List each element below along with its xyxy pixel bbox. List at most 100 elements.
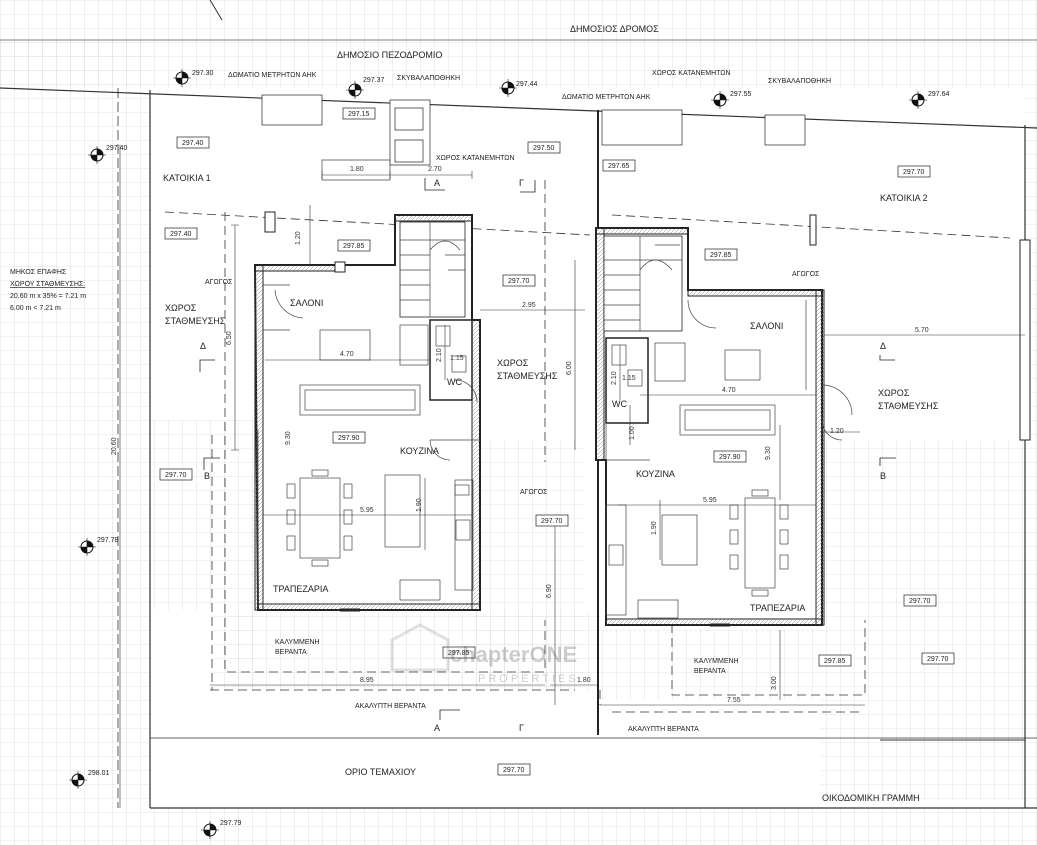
parking-mid-label-b: ΣΤΑΘΜΕΥΣΗΣ <box>497 371 558 381</box>
dim-21: 9.30 <box>765 446 772 460</box>
dining-2-label: ΤΡΑΠΕΖΑΡΙΑ <box>750 603 805 613</box>
dim-27: 7.55 <box>727 697 741 704</box>
covered-veranda-2-label-a: ΚΑΛΥΜΜΕΝΗ <box>694 658 739 665</box>
section-g-bottom: Γ <box>519 723 524 733</box>
dim-11: 5.95 <box>360 507 374 514</box>
dim-2: 2.70 <box>428 166 442 173</box>
parking-1-label-a: ΧΩΡΟΣ <box>165 303 197 313</box>
spot-level-6: 297.40 <box>106 145 128 152</box>
spot-level-texts: 297.30 297.37 297.44 297.55 297.64 297.4… <box>88 70 950 827</box>
house-2-label: ΚΑΤΟΙΚΙΑ 2 <box>880 193 928 203</box>
level-box-16: 297.85 <box>824 658 846 665</box>
spot-level-8: 298.01 <box>88 770 110 777</box>
dim-5: 4.70 <box>340 351 354 358</box>
level-box-15: 297.85 <box>448 650 470 657</box>
wc-2-label: WC <box>612 399 627 409</box>
public-sidewalk-label: ΔΗΜΟΣΙΟ ΠΕΖΟΔΡΟΜΙΟ <box>337 50 442 60</box>
section-letters: Α Α Γ Γ Β Β Δ Δ <box>200 178 886 733</box>
dim-13: 20.60 <box>111 437 118 455</box>
dim-8: 2.95 <box>522 302 536 309</box>
dim-6: 2.10 <box>436 348 443 362</box>
meter-room-1-label: ΔΩΜΑΤΙΟ ΜΕΤΡΗΤΩΝ ΑΗΚ <box>228 72 317 79</box>
level-box-4: 297.65 <box>608 163 630 170</box>
wc-1-label: WC <box>447 377 462 387</box>
dim-3: 1.20 <box>295 231 302 245</box>
dim-7: 1.15 <box>450 355 464 362</box>
watermark-text: chapterONE <box>450 642 577 667</box>
parking-1-label-b: ΣΤΑΘΜΕΥΣΗΣ <box>165 316 226 326</box>
dim-23: 1.90 <box>651 521 658 535</box>
dim-4: 6.50 <box>226 331 233 345</box>
level-box-8: 297.70 <box>508 278 530 285</box>
house-1-walls <box>253 214 481 612</box>
watermark-subtext: PROPERTIES <box>478 673 579 685</box>
kitchen-1-label: ΚΟΥΖΙΝΑ <box>400 446 439 456</box>
covered-veranda-2-label-b: ΒΕΡΑΝΤΑ <box>694 668 726 675</box>
level-box-2: 297.40 <box>182 140 204 147</box>
parking-mid-label-a: ΧΩΡΟΣ <box>497 358 529 368</box>
parking-2-label-a: ΧΩΡΟΣ <box>878 388 910 398</box>
covered-veranda-1-label-a: ΚΑΛΥΜΜΕΝΗ <box>275 639 320 646</box>
distributor-1-label: ΧΩΡΟΣ ΚΑΤΑΝΕΜΗΤΩΝ <box>436 155 515 162</box>
level-box-7: 297.85 <box>343 243 365 250</box>
spot-level-3: 297.44 <box>516 81 538 88</box>
spot-level-5: 297.64 <box>928 91 950 98</box>
level-box-1: 297.15 <box>348 111 370 118</box>
dining-1-label: ΤΡΑΠΕΖΑΡΙΑ <box>273 584 328 594</box>
section-a-top: Α <box>434 178 440 188</box>
dim-19: 4.70 <box>722 387 736 394</box>
drain-2-label: ΑΓΩΓΟΣ <box>792 271 820 278</box>
level-box-group <box>159 107 955 776</box>
parking-2-label-b: ΣΤΑΘΜΕΥΣΗΣ <box>878 401 939 411</box>
watermark: chapterONE PROPERTIES <box>390 623 579 685</box>
spot-level-7: 297.78 <box>97 537 119 544</box>
level-box-texts: 297.15 297.40 297.50 297.65 297.70 297.4… <box>165 111 949 774</box>
dim-24: 5.70 <box>915 327 929 334</box>
section-g-top: Γ <box>519 178 524 188</box>
dimension-texts: 1.80 2.70 1.20 6.50 4.70 2.10 1.15 2.95 … <box>111 166 929 704</box>
site-boundary <box>0 0 1037 809</box>
drain-1-label: ΑΓΩΓΟΣ <box>205 279 233 286</box>
section-b-right: Β <box>880 471 886 481</box>
meter-room-2-label: ΔΩΜΑΤΙΟ ΜΕΤΡΗΤΩΝ ΑΗΚ <box>562 94 651 101</box>
kitchen-2-label: ΚΟΥΖΙΝΑ <box>636 469 675 479</box>
level-box-10: 297.90 <box>338 435 360 442</box>
public-road-label: ΔΗΜΟΣΙΟΣ ΔΡΟΜΟΣ <box>570 24 659 34</box>
note-line-1: ΜΗΚΟΣ ΕΠΑΦΗΣ <box>10 269 67 276</box>
dimension-lines <box>119 145 1025 808</box>
section-b-left: Β <box>204 471 210 481</box>
dim-15: 8.95 <box>360 677 374 684</box>
bin-room-2-label: ΣΚΥΒΑΛΑΠΟΘΗΚΗ <box>768 78 831 85</box>
house-1-label: ΚΑΤΟΙΚΙΑ 1 <box>163 173 211 183</box>
level-box-3: 297.50 <box>533 145 555 152</box>
house-2-walls <box>595 227 1031 627</box>
dim-22: 5.95 <box>703 497 717 504</box>
dim-14: 6.90 <box>546 584 553 598</box>
dim-20: 1.00 <box>629 426 636 440</box>
level-box-12: 297.70 <box>165 472 187 479</box>
utility-rooms <box>261 94 817 246</box>
salon-2-label: ΣΑΛΟΝΙ <box>750 321 783 331</box>
distributor-2-label: ΧΩΡΟΣ ΚΑΤΑΝΕΜΗΤΩΝ <box>652 70 731 77</box>
dim-26: 3.00 <box>771 676 778 690</box>
spot-level-9: 297.79 <box>220 820 242 827</box>
section-a-bottom: Α <box>434 723 440 733</box>
level-box-6: 297.40 <box>170 231 192 238</box>
salon-1-label: ΣΑΛΟΝΙ <box>290 298 323 308</box>
spot-level-1: 297.30 <box>192 70 214 77</box>
dim-25: 1.20 <box>830 428 844 435</box>
level-box-14: 297.70 <box>909 598 931 605</box>
drain-3-label: ΑΓΩΓΟΣ <box>520 489 548 496</box>
note-line-4: 6.00 m < 7.21 m <box>10 305 61 312</box>
note-line-3: 20.60 m x 35% = 7.21 m <box>10 293 86 300</box>
building-line-label: ΟΙΚΟΔΟΜΙΚΗ ΓΡΑΜΜΗ <box>822 793 920 803</box>
level-box-5: 297.70 <box>903 169 925 176</box>
open-veranda-2-label: ΑΚΑΛΥΠΤΗ ΒΕΡΑΝΤΑ <box>628 726 699 733</box>
dim-12: 1.90 <box>416 498 423 512</box>
bin-room-1-label: ΣΚΥΒΑΛΑΠΟΘΗΚΗ <box>397 75 460 82</box>
dim-1: 1.80 <box>350 166 364 173</box>
plot-boundary-label: ΟΡΙΟ ΤΕΜΑΧΙΟΥ <box>345 767 416 777</box>
covered-veranda-1-label-b: ΒΕΡΑΝΤΑ <box>275 649 307 656</box>
